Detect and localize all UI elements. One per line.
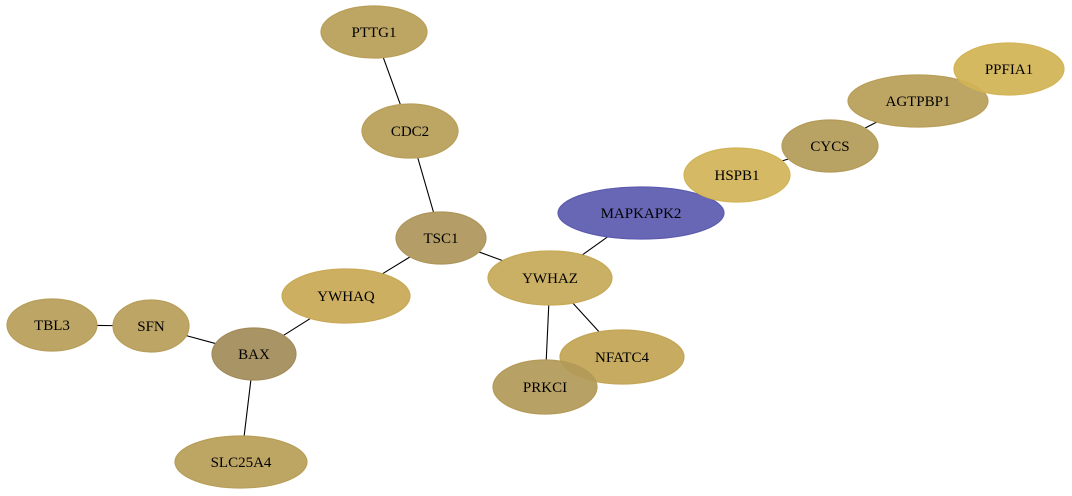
edge-ywhaz-prkci	[545, 304, 550, 361]
node-slc25a4[interactable]: SLC25A4	[174, 435, 308, 489]
edge-ywhaz-mapkapk2	[581, 236, 608, 256]
edge-cycs-agtpbp1	[864, 121, 878, 129]
node-nfatc4[interactable]: NFATC4	[559, 329, 685, 385]
node-tsc1[interactable]: TSC1	[395, 211, 487, 265]
node-pttg1[interactable]: PTTG1	[320, 5, 428, 59]
node-agtpbp1[interactable]: AGTPBP1	[847, 74, 989, 128]
node-shape	[557, 186, 725, 240]
node-shape	[847, 74, 989, 128]
edge-hspb1-cycs	[782, 158, 789, 162]
node-label: YWHAQ	[317, 289, 375, 305]
edge-cdc2-tsc1	[417, 157, 435, 213]
node-shape	[112, 299, 190, 353]
node-bax[interactable]: BAX	[211, 327, 297, 381]
node-label: SFN	[137, 319, 165, 335]
node-label: CDC2	[391, 124, 429, 140]
node-shape	[559, 329, 685, 385]
node-shape	[492, 359, 598, 415]
node-cdc2[interactable]: CDC2	[361, 103, 459, 159]
node-shape	[487, 250, 613, 306]
edge-bax-slc25a4	[243, 379, 252, 437]
node-label: CYCS	[810, 139, 849, 155]
node-ppfia1[interactable]: PPFIA1	[953, 42, 1065, 96]
node-label: PPFIA1	[985, 62, 1033, 78]
node-shape	[953, 42, 1065, 96]
node-tbl3[interactable]: TBL3	[6, 298, 98, 352]
node-label: AGTPBP1	[885, 94, 950, 110]
node-shape	[781, 119, 879, 173]
node-label: SLC25A4	[211, 455, 272, 471]
node-label: NFATC4	[595, 350, 649, 366]
node-label: PRKCI	[523, 380, 567, 396]
node-sfn[interactable]: SFN	[112, 299, 190, 353]
node-label: TSC1	[423, 231, 458, 247]
node-shape	[320, 5, 428, 59]
node-shape	[174, 435, 308, 489]
node-shape	[683, 147, 791, 203]
node-label: PTTG1	[352, 25, 397, 41]
node-prkci[interactable]: PRKCI	[492, 359, 598, 415]
edge-ywhaz-nfatc4	[572, 302, 600, 333]
edge-tsc1-ywhaq	[382, 256, 411, 275]
edge-tsc1-ywhaz	[478, 251, 503, 262]
node-label: MAPKAPK2	[601, 206, 682, 222]
node-label: YWHAZ	[522, 271, 578, 287]
node-hspb1[interactable]: HSPB1	[683, 147, 791, 203]
edge-pttg1-cdc2	[382, 57, 401, 105]
node-shape	[395, 211, 487, 265]
node-shape	[281, 268, 411, 324]
edge-ywhaq-bax	[283, 317, 311, 336]
node-label: BAX	[238, 347, 270, 363]
node-mapkapk2[interactable]: MAPKAPK2	[557, 186, 725, 240]
node-shape	[6, 298, 98, 352]
node-ywhaq[interactable]: YWHAQ	[281, 268, 411, 324]
node-cycs[interactable]: CYCS	[781, 119, 879, 173]
edge-bax-sfn	[186, 335, 216, 345]
node-label: HSPB1	[714, 168, 759, 184]
node-label: TBL3	[34, 318, 70, 334]
node-shape	[361, 103, 459, 159]
node-ywhaz[interactable]: YWHAZ	[487, 250, 613, 306]
node-shape	[211, 327, 297, 381]
